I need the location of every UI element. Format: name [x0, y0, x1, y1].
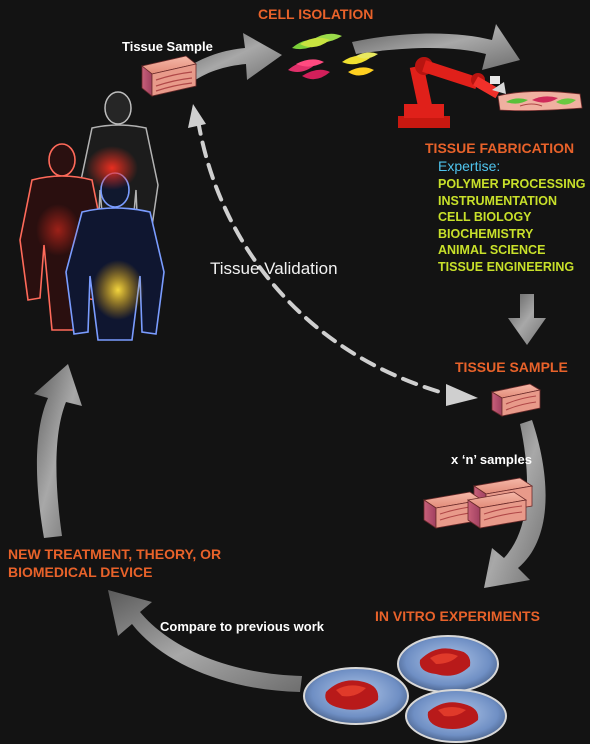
tissue-samples-stack-icon: [422, 477, 534, 529]
expertise-item: TISSUE ENGINEERING: [438, 259, 575, 274]
arrow-to-human: [34, 364, 82, 538]
cycle-arrows: [34, 24, 546, 692]
arrow-to-cell-isolation: [180, 33, 282, 84]
in-vitro-label: IN VITRO EXPERIMENTS: [375, 608, 540, 624]
new-treatment-line1: NEW TREATMENT, THEORY, OR: [8, 546, 222, 562]
n-samples-label: x ‘n’ samples: [451, 452, 532, 467]
petri-dish-2: [303, 667, 409, 725]
petri-dish-3: [405, 689, 507, 743]
petri-dish-1: [397, 635, 499, 693]
tissue-validation-label: Tissue Validation: [210, 259, 338, 278]
human-figures-icon: [19, 91, 165, 341]
cell-isolation-label: CELL ISOLATION: [258, 6, 374, 22]
arrow-to-tissue-sample: [508, 294, 546, 345]
new-treatment-line2: BIOMEDICAL DEVICE: [8, 564, 153, 580]
expertise-item: INSTRUMENTATION: [438, 193, 557, 208]
tissue-block-icon: [490, 383, 542, 417]
expertise-item: CELL BIOLOGY: [438, 210, 532, 224]
expertise-item: POLYMER PROCESSING: [438, 177, 586, 191]
tissue-fabrication-label: TISSUE FABRICATION: [425, 140, 575, 156]
expertise-item: BIOCHEMISTRY: [438, 226, 534, 241]
tissue-strip-icon: [141, 55, 197, 97]
tissue-validation-arrow: [188, 104, 478, 406]
tissue-sample-right-label: TISSUE SAMPLE: [455, 359, 568, 375]
expertise-list: POLYMER PROCESSING INSTRUMENTATION CELL …: [438, 176, 586, 275]
robot-arm-icon: [398, 57, 506, 128]
expertise-item: ANIMAL SCIENCE: [438, 243, 546, 257]
arrow-to-fabrication: [352, 24, 520, 70]
cell-cluster-icon: [288, 33, 378, 80]
arrow-to-in-vitro: [484, 420, 546, 588]
fabricated-tissue-strip-icon: [497, 91, 583, 112]
arrow-to-new-treatment: [108, 590, 302, 692]
expertise-title: Expertise:: [438, 158, 501, 174]
compare-label: Compare to previous work: [160, 619, 324, 634]
petri-dish-icon: [303, 635, 507, 743]
tissue-sample-top-label: Tissue Sample: [122, 39, 213, 54]
